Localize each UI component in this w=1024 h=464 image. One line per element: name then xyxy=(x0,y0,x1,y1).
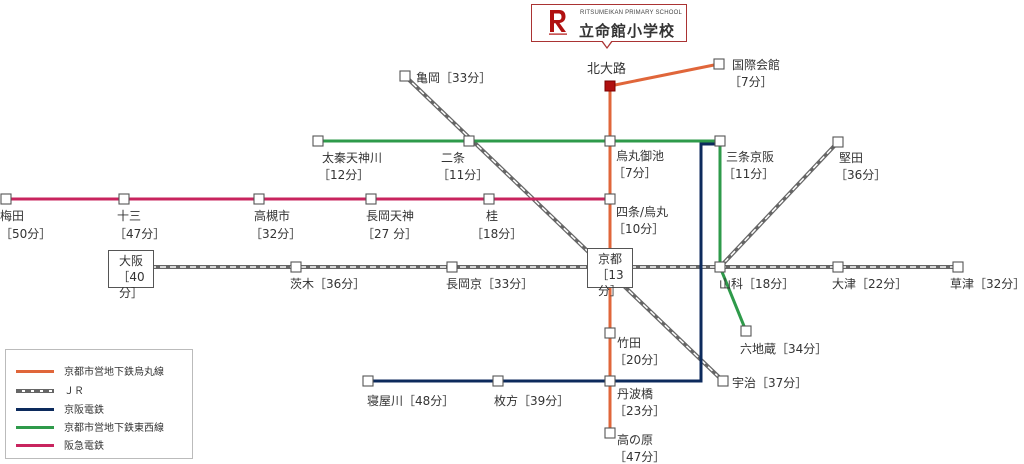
legend-swatch-hankyu xyxy=(16,444,54,447)
station-osaka: 大阪 xyxy=(118,254,143,268)
station-oike-time: ［7分］ xyxy=(613,166,657,180)
station-otsu: 大津［22分］ xyxy=(832,277,907,291)
station-marker xyxy=(714,261,726,273)
station-katada: 堅田 xyxy=(839,151,863,165)
station-kyoto-box: 京都 ［13分］ xyxy=(587,248,633,298)
station-rokujizo: 六地蔵［34分］ xyxy=(740,342,827,356)
station-takeda: 竹田 xyxy=(617,336,641,350)
legend-label: 京都市営地下鉄東西線 xyxy=(64,423,164,434)
station-marker xyxy=(362,375,374,387)
legend-label: 阪急電鉄 xyxy=(64,441,104,452)
station-katsura-time: ［18分］ xyxy=(471,227,522,241)
station-uji: 宇治［37分］ xyxy=(732,376,807,390)
station-marker xyxy=(952,261,964,273)
station-takanohara: 高の原 xyxy=(617,432,653,447)
station-kokusai: 国際会館 xyxy=(732,57,780,72)
station-osaka-box: 大阪 ［40分］ xyxy=(108,250,154,300)
station-nijo: 二条 xyxy=(441,151,465,165)
station-marker xyxy=(740,325,752,337)
station-marker xyxy=(312,135,324,147)
station-sanjo: 三条京阪 xyxy=(726,150,774,164)
station-yamashina: 山科［18分］ xyxy=(719,277,794,291)
station-kokusai-time: ［7分］ xyxy=(729,75,773,89)
school-station-marker xyxy=(604,80,616,92)
station-takanohara-time: ［47分］ xyxy=(614,450,665,464)
legend-swatch-keihan xyxy=(16,408,54,411)
keihan-line xyxy=(368,142,720,383)
station-marker xyxy=(290,261,302,273)
station-shijo-time: ［10分］ xyxy=(613,222,664,236)
legend-swatch-tozai xyxy=(16,426,54,429)
station-marker xyxy=(832,136,844,148)
station-nagaoka-tenjin-time: ［27 分］ xyxy=(362,227,417,241)
callout-pointer xyxy=(601,40,613,49)
station-kameoka: 亀岡［33分］ xyxy=(416,71,491,85)
station-uzumasa: 太秦天神川 xyxy=(322,150,382,165)
legend-label: 京都市営地下鉄烏丸線 xyxy=(64,367,164,378)
station-labels: 北大路 国際会館 ［7分］ 亀岡［33分］ 太秦天神川 ［12分］ 二条 ［11… xyxy=(0,57,1024,464)
station-shijo: 四条/烏丸 xyxy=(616,205,668,219)
station-marker xyxy=(483,193,495,205)
ritsumeikan-logo xyxy=(549,10,567,35)
station-marker xyxy=(253,193,265,205)
station-marker xyxy=(604,135,616,147)
station-marker xyxy=(604,327,616,339)
legend-swatch-jr xyxy=(16,389,54,393)
station-takatsuki-time: ［32分］ xyxy=(250,227,301,241)
station-kyoto: 京都 xyxy=(597,252,622,266)
station-marker xyxy=(717,375,729,387)
station-nagaokakyo: 長岡京［33分］ xyxy=(446,277,533,291)
station-marker xyxy=(832,261,844,273)
legend-swatch-karasuma xyxy=(16,370,54,373)
station-juso: 十三 xyxy=(117,209,141,223)
station-oike: 烏丸御池 xyxy=(616,148,664,163)
school-name: 立命館小学校 xyxy=(579,22,676,40)
station-marker xyxy=(463,135,475,147)
station-katada-time: ［36分］ xyxy=(835,168,886,182)
station-marker xyxy=(0,193,12,205)
station-hirakata: 枚方［39分］ xyxy=(494,393,569,408)
station-katsura: 桂 xyxy=(486,208,498,223)
station-sanjo-time: ［11分］ xyxy=(723,167,774,181)
station-juso-time: ［47分］ xyxy=(114,227,165,241)
station-marker xyxy=(118,193,130,205)
station-marker xyxy=(604,193,616,205)
station-marker xyxy=(399,70,411,82)
station-marker xyxy=(492,375,504,387)
station-marker xyxy=(446,261,458,273)
station-ibaraki: 茨木［36分］ xyxy=(290,277,365,291)
station-osaka-time: ［40分］ xyxy=(117,270,145,300)
station-tambabashi-time: ［23分］ xyxy=(614,404,665,418)
school-callout: RITSUMEIKAN PRIMARY SCHOOL 立命館小学校 xyxy=(531,4,687,42)
station-marker xyxy=(604,427,616,439)
station-kyoto-time: ［13分］ xyxy=(596,268,624,298)
station-marker xyxy=(714,135,726,147)
station-marker xyxy=(713,58,725,70)
legend-label: ＪＲ xyxy=(64,386,84,397)
station-umeda-time: ［50分］ xyxy=(0,227,51,241)
station-takeda-time: ［20分］ xyxy=(614,353,665,367)
station-takatsuki: 高槻市 xyxy=(254,208,290,223)
station-nijo-time: ［11分］ xyxy=(437,168,488,182)
station-marker xyxy=(365,193,377,205)
station-nagaoka-tenjin: 長岡天神 xyxy=(366,209,414,223)
legend-label: 京阪電鉄 xyxy=(64,405,104,416)
school-name-en: RITSUMEIKAN PRIMARY SCHOOL xyxy=(580,10,682,16)
station-neyagawa: 寝屋川［48分］ xyxy=(367,393,454,408)
legend: 京都市営地下鉄烏丸線 ＪＲ 京阪電鉄 京都市営地下鉄東西線 阪急電鉄 xyxy=(5,349,193,459)
station-kitaoji: 北大路 xyxy=(587,61,626,77)
station-umeda: 梅田 xyxy=(0,208,24,223)
station-marker xyxy=(604,375,616,387)
station-tambabashi: 丹波橋 xyxy=(617,387,653,401)
station-kusatsu: 草津［32分］ xyxy=(950,277,1024,291)
station-markers xyxy=(0,58,964,439)
tozai-line xyxy=(318,139,748,332)
jr-lines xyxy=(150,74,958,383)
station-uzumasa-time: ［12分］ xyxy=(318,168,369,182)
